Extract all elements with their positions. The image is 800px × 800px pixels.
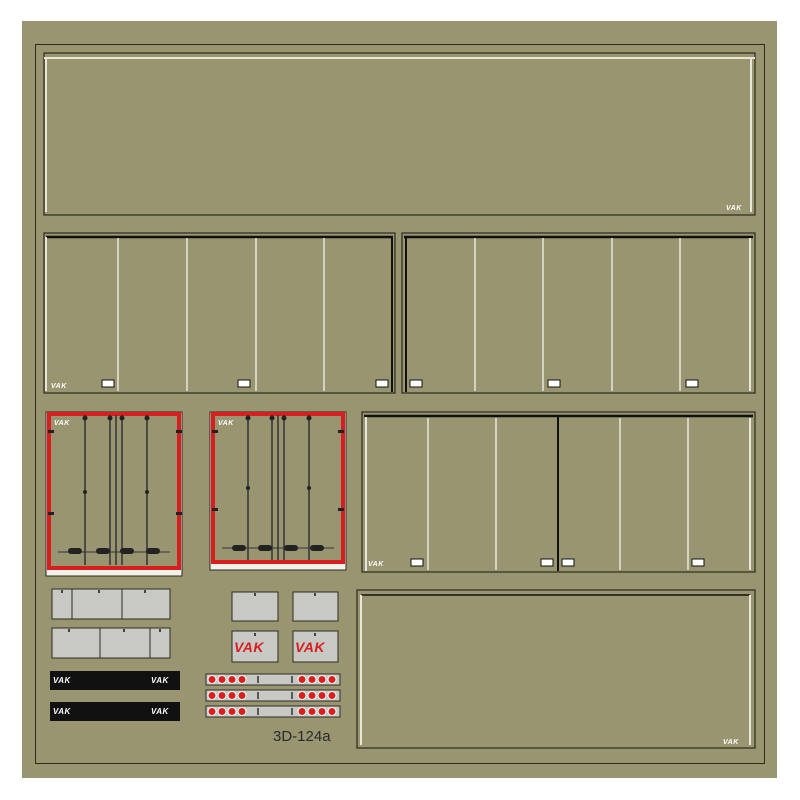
brand-logo-roof: VAK	[726, 205, 742, 212]
marker-light	[227, 675, 237, 684]
marker-light	[207, 691, 217, 700]
catalog-number: 3D-124a	[273, 728, 331, 745]
rear-door-decal-2	[209, 411, 347, 571]
brand-logo-plate-1b: VAK	[151, 676, 169, 685]
marker-light	[307, 675, 317, 684]
marker-light-strip	[205, 689, 341, 702]
side-panel-left	[43, 232, 396, 394]
marker-light-strip	[205, 673, 341, 686]
marker-light	[317, 707, 327, 716]
marker-light	[317, 675, 327, 684]
brand-logo-door-1: VAK	[54, 420, 70, 427]
brand-logo-door-2: VAK	[218, 420, 234, 427]
marker-light	[327, 691, 337, 700]
marker-light	[217, 675, 227, 684]
marker-light	[227, 707, 237, 716]
marker-light	[317, 691, 327, 700]
door-plate-decals	[231, 630, 339, 663]
marker-light	[217, 707, 227, 716]
brand-logo-front: VAK	[723, 739, 739, 746]
side-panel-right	[401, 232, 756, 394]
brand-logo-side-lower: VAK	[368, 561, 384, 568]
marker-light	[297, 707, 307, 716]
marker-light	[327, 707, 337, 716]
marker-light	[237, 691, 247, 700]
marker-light	[327, 675, 337, 684]
marker-light	[207, 707, 217, 716]
marker-light	[307, 691, 317, 700]
marker-light	[307, 707, 317, 716]
marker-light	[297, 675, 307, 684]
grey-bumper-pieces	[51, 588, 339, 659]
marker-light	[227, 691, 237, 700]
sheet-frame	[35, 44, 765, 764]
marker-light-strips	[205, 673, 341, 718]
marker-light	[297, 691, 307, 700]
marker-light	[237, 675, 247, 684]
brand-logo-plate-2a: VAK	[53, 707, 71, 716]
brand-logo-plate-1a: VAK	[53, 676, 71, 685]
rear-door-decal-1	[45, 411, 183, 577]
front-panel-decal	[356, 589, 756, 749]
marker-light	[217, 691, 227, 700]
brand-logo-plate-2b: VAK	[151, 707, 169, 716]
brand-logo-red-1: VAK	[234, 639, 265, 655]
marker-light	[237, 707, 247, 716]
brand-logo-red-2: VAK	[295, 639, 326, 655]
side-panel-lower	[361, 411, 756, 573]
marker-light	[207, 675, 217, 684]
marker-light-strip	[205, 705, 341, 718]
black-name-plates	[50, 671, 180, 721]
roof-panel-decal	[43, 52, 756, 216]
brand-logo-side-left: VAK	[51, 383, 67, 390]
